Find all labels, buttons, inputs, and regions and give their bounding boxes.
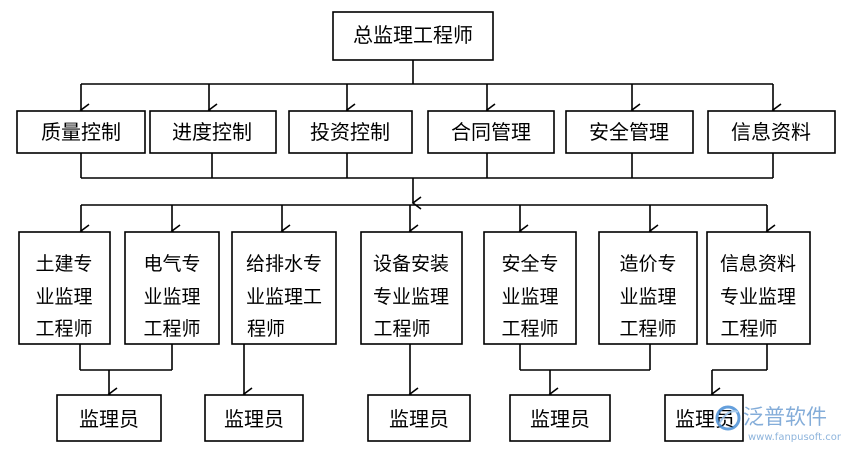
eng-3-line-1: 给排水专 <box>246 253 322 275</box>
sup-box-1 <box>56 394 162 442</box>
sup-label-5: 监理员 <box>675 407 735 431</box>
eng-2-line-2: 业监理 <box>143 286 200 308</box>
dept-label-2: 进度控制 <box>172 120 252 144</box>
sup-box-2 <box>204 394 304 442</box>
eng-5-line-2: 业监理 <box>501 286 558 308</box>
dept-label-4: 合同管理 <box>451 120 531 144</box>
dept-box-5 <box>565 110 694 154</box>
department-row: 质量控制 进度控制 投资控制 合同管理 安全管理 信息资料 <box>16 110 836 154</box>
eng-5-line-3: 工程师 <box>501 318 558 340</box>
dept-label-3: 投资控制 <box>310 120 390 144</box>
dept-box-6 <box>707 110 836 154</box>
dept-box-3 <box>288 110 413 154</box>
eng-box-4 <box>360 231 463 345</box>
dept-label-1: 质量控制 <box>41 120 121 144</box>
sup-box-5 <box>664 394 744 442</box>
dept-box-2 <box>149 110 277 154</box>
supervisor-row: 监理员 监理员 监理员 监理员 监理员 <box>56 394 744 442</box>
eng-4-line-1: 设备安装 <box>373 253 449 275</box>
sup-label-3: 监理员 <box>389 407 449 431</box>
eng-7-line-2: 专业监理 <box>720 286 796 308</box>
eng-box-6 <box>598 231 698 345</box>
eng-7-line-1: 信息资料 <box>720 253 796 275</box>
eng-box-5 <box>483 231 577 345</box>
sup-box-4 <box>509 394 611 442</box>
top-label: 总监理工程师 <box>353 23 473 47</box>
eng-3-line-2: 业监理工 <box>246 286 322 308</box>
eng-7-line-3: 工程师 <box>720 318 777 340</box>
eng-4-line-2: 专业监理 <box>373 286 449 308</box>
eng-box-1 <box>18 231 111 345</box>
dept-box-4 <box>427 110 555 154</box>
dept-label-5: 安全管理 <box>589 120 669 144</box>
dept-label-6: 信息资料 <box>731 120 811 144</box>
connector-lines <box>79 60 782 401</box>
eng-6-line-2: 业监理 <box>619 286 676 308</box>
eng-6-line-1: 造价专 <box>619 253 676 275</box>
eng-5-line-1: 安全专 <box>501 253 558 275</box>
sup-label-4: 监理员 <box>530 407 590 431</box>
engineer-row: 土建专 业监理 工程师 电气专 业监理 工程师 给排水专 业监理工 程师 设备安… <box>18 231 811 345</box>
watermark-logo-swoosh <box>718 410 739 425</box>
eng-4-line-3: 工程师 <box>373 318 430 340</box>
top-node: 总监理工程师 <box>332 11 494 61</box>
watermark-brand: 泛普软件 <box>743 405 827 429</box>
watermark: 泛普软件 www.fanpusoft.com <box>715 405 841 443</box>
watermark-url: www.fanpusoft.com <box>748 432 841 443</box>
sup-box-3 <box>367 394 471 442</box>
sup-label-2: 监理员 <box>224 407 284 431</box>
eng-box-7 <box>706 231 811 345</box>
eng-2-line-1: 电气专 <box>143 253 200 275</box>
sup-label-1: 监理员 <box>79 407 139 431</box>
eng-1-line-2: 业监理 <box>35 286 92 308</box>
top-box <box>332 11 494 61</box>
eng-2-line-3: 工程师 <box>143 318 200 340</box>
eng-box-2 <box>124 231 220 345</box>
watermark-logo-icon <box>715 405 741 431</box>
eng-box-3 <box>231 231 337 345</box>
eng-3-line-3: 程师 <box>247 318 285 340</box>
eng-1-line-3: 工程师 <box>35 318 92 340</box>
eng-1-line-1: 土建专 <box>35 253 92 275</box>
dept-box-1 <box>16 110 146 154</box>
eng-6-line-3: 工程师 <box>619 318 676 340</box>
